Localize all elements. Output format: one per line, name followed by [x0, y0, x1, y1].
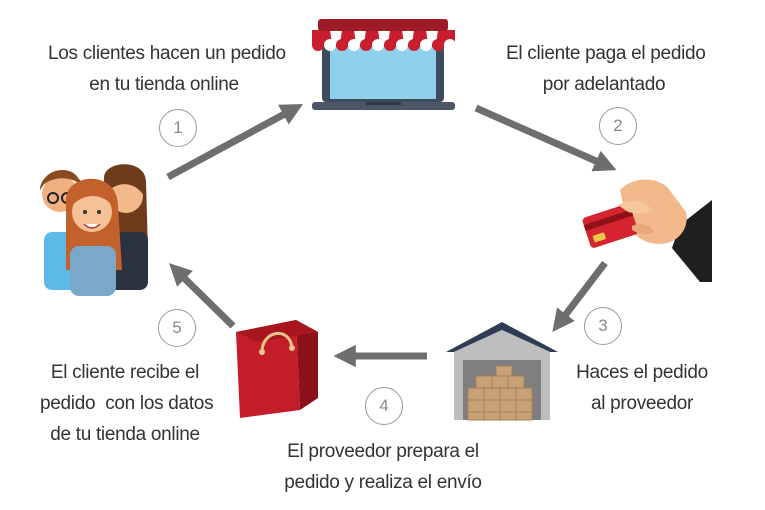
step-4-line-2: pedido y realiza el envío — [284, 472, 482, 493]
step-2-number: 2 — [599, 107, 637, 145]
step-2-line-2: por adelantado — [542, 74, 666, 95]
step-2-text: El cliente paga el pedido por adelantado — [506, 38, 706, 100]
step-4-line-1: El proveedor prepara el — [287, 441, 479, 462]
supplier-warehouse-icon — [446, 322, 558, 421]
step-3-line-2: al proveedor — [590, 393, 694, 414]
step-3-line-1: Haces el pedido — [576, 362, 708, 383]
step-5-number: 5 — [158, 309, 196, 347]
step-1-line-2: en tu tienda online — [89, 74, 239, 95]
step-1-line-1: Los clientes hacen un pedido — [48, 43, 286, 64]
step-3-text: Haces el pedido al proveedor — [572, 357, 712, 419]
step-5-line-3: de tu tienda online — [50, 424, 200, 445]
step-1-number: 1 — [159, 109, 197, 147]
step-3-number: 3 — [584, 307, 622, 345]
step-5-text: El cliente recibe el pedido con los dato… — [40, 357, 214, 450]
step-5-line-2: pedido con los datos — [40, 393, 214, 414]
step-5-line-1: El cliente recibe el — [50, 362, 200, 383]
step-4-text: El proveedor prepara el pedido y realiza… — [283, 436, 483, 498]
step-4-number: 4 — [365, 387, 403, 425]
step-1-text: Los clientes hacen un pedido en tu tiend… — [48, 38, 286, 100]
step-2-line-1: El cliente paga el pedido — [506, 43, 706, 64]
arrow-icon — [169, 263, 236, 329]
customers-group-icon — [40, 164, 148, 296]
shopping-bag-icon — [236, 320, 318, 418]
arrow-icon — [166, 104, 304, 181]
arrow-icon — [474, 104, 617, 172]
online-store-laptop-icon — [312, 19, 456, 110]
hand-credit-card-icon — [582, 179, 712, 282]
arrow-icon — [552, 260, 608, 333]
